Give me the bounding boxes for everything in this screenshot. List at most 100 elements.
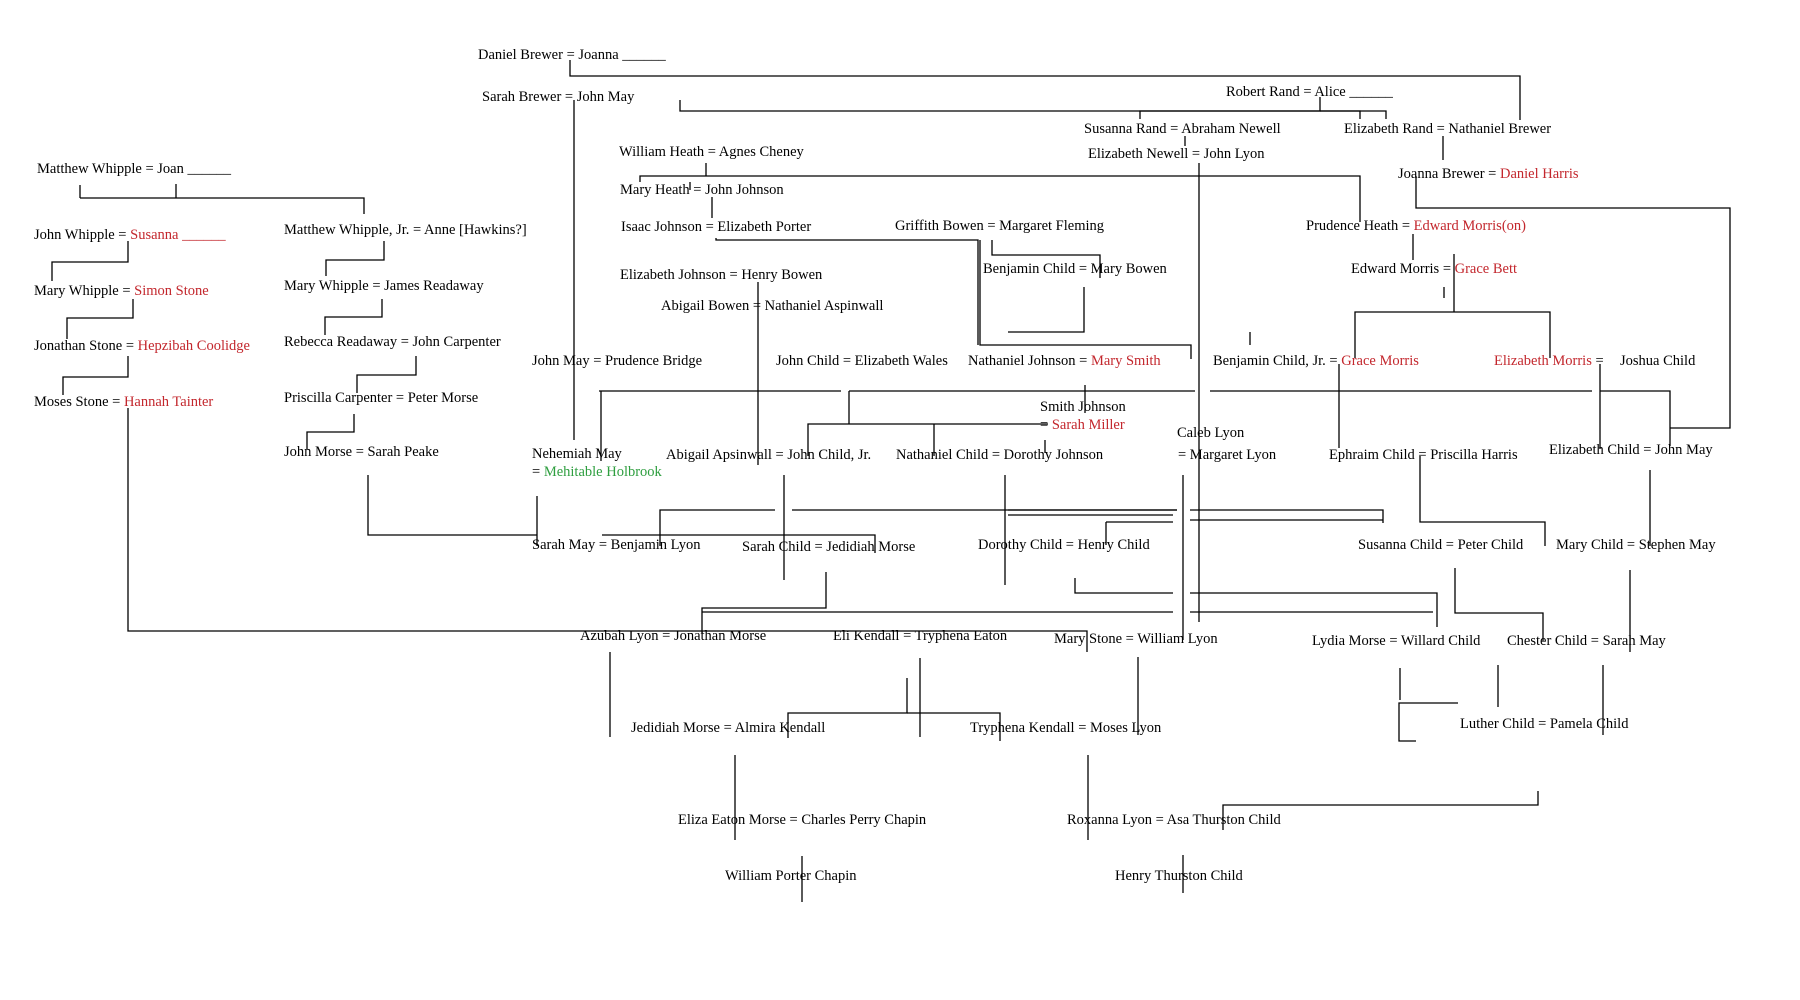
couple-label: Rebecca Readaway = John Carpenter [284, 334, 501, 351]
couple-text: Isaac Johnson = Elizabeth Porter [621, 219, 812, 235]
couple-label: Elizabeth Child = John May [1549, 442, 1713, 459]
couple-text: Mary Heath = John Johnson [620, 182, 784, 198]
connector [324, 299, 383, 335]
highlighted-name: Daniel Harris [1500, 166, 1579, 182]
connector [979, 240, 1192, 359]
couple-text: Mary Child = Stephen May [1556, 537, 1716, 553]
connector [715, 238, 979, 345]
couple-label: Eliza Eaton Morse = Charles Perry Chapin [678, 812, 926, 829]
couple-label: John Whipple = Susanna ______ [34, 227, 226, 244]
connector [679, 100, 1361, 119]
couple-label: Benjamin Child, Jr. = Grace Morris [1213, 353, 1419, 370]
couple-text: John Morse = Sarah Peake [284, 444, 439, 460]
couple-label: Sarah May = Benjamin Lyon [532, 537, 700, 554]
couple-text: Tryphena Kendall = Moses Lyon [970, 720, 1162, 736]
couple-label: Nathaniel Child = Dorothy Johnson [896, 447, 1103, 464]
couple-text: Nathaniel Child = Dorothy Johnson [896, 447, 1104, 463]
couple-label: Luther Child = Pamela Child [1460, 716, 1628, 733]
connector [569, 72, 1521, 120]
couple-label: Elizabeth Newell = John Lyon [1088, 146, 1265, 163]
couple-label: Elizabeth Morris = [1494, 353, 1604, 370]
connector [1354, 311, 1455, 358]
connector [1222, 791, 1539, 830]
connector [787, 678, 908, 738]
couple-text: John May = Prudence Bridge [532, 353, 703, 369]
couple-text: Nehemiah May [532, 446, 622, 462]
highlighted-name: Mehitable Holbrook [543, 464, 662, 480]
highlighted-name: Susanna ______ [130, 227, 226, 243]
couple-text: Sarah Brewer = John May [482, 89, 635, 105]
couple-label: Mary Heath = John Johnson [620, 182, 784, 199]
couple-text: Eli Kendall = Tryphena Eaton [833, 628, 1008, 644]
couple-label: = Margaret Lyon [1178, 447, 1276, 464]
couple-label: Jonathan Stone = Hepzibah Coolidge [34, 338, 250, 355]
couple-text: Mary Stone = William Lyon [1054, 631, 1218, 647]
couple-label: Tryphena Kendall = Moses Lyon [970, 720, 1161, 737]
couple-text: Dorothy Child = Henry Child [978, 537, 1150, 553]
couple-label: Jedidiah Morse = Almira Kendall [631, 720, 825, 737]
highlighted-name: Grace Bett [1454, 261, 1518, 277]
couple-label: Benjamin Child = Mary Bowen [983, 261, 1167, 278]
couple-label: Smith Johnson [1040, 399, 1126, 416]
connector [51, 241, 129, 281]
highlighted-name: Mary Smith [1090, 353, 1161, 369]
couple-label: Priscilla Carpenter = Peter Morse [284, 390, 478, 407]
couple-text: Chester Child = Sarah May [1507, 633, 1666, 649]
connector [991, 240, 1101, 268]
connector [639, 175, 1361, 218]
couple-label: Susanna Child = Peter Child [1358, 537, 1523, 554]
couple-label: Chester Child = Sarah May [1507, 633, 1666, 650]
couple-text: Henry Thurston Child [1115, 868, 1243, 884]
highlighted-name: Sarah Miller [1051, 417, 1125, 433]
couple-label: Lydia Morse = Willard Child [1312, 633, 1480, 650]
couple-text: = Margaret Lyon [1178, 447, 1277, 463]
couple-label: Daniel Brewer = Joanna ______ [478, 47, 666, 64]
couple-text: = [532, 464, 544, 480]
connector [325, 241, 385, 276]
couple-text: Abigail Bowen = Nathaniel Aspinwall [661, 298, 884, 314]
connector [1455, 311, 1551, 358]
couple-label: Abigail Bowen = Nathaniel Aspinwall [661, 298, 883, 315]
connector [1320, 110, 1387, 119]
connector [356, 356, 417, 393]
couple-text: Luther Child = Pamela Child [1460, 716, 1629, 732]
couple-label: Sarah Child = Jedidiah Morse [742, 539, 915, 556]
couple-label: Mary Child = Stephen May [1556, 537, 1716, 554]
couple-text: John Child = Elizabeth Wales [776, 353, 948, 369]
couple-text: Susanna Rand = Abraham Newell [1084, 121, 1281, 137]
connector [701, 572, 827, 633]
couple-label: Isaac Johnson = Elizabeth Porter [621, 219, 811, 236]
couple-text: Mary Whipple = James Readaway [284, 278, 484, 294]
couple-text: Matthew Whipple, Jr. = Anne [Hawkins?] [284, 222, 527, 238]
couple-text: = [1040, 417, 1052, 433]
couple-label: Caleb Lyon [1177, 425, 1244, 442]
couple-label: Eli Kendall = Tryphena Eaton [833, 628, 1007, 645]
couple-label: Prudence Heath = Edward Morris(on) [1306, 218, 1526, 235]
couple-label: Elizabeth Rand = Nathaniel Brewer [1344, 121, 1551, 138]
connector [80, 197, 365, 214]
couple-text: Elizabeth Child = John May [1549, 442, 1713, 458]
connector [1139, 97, 1321, 119]
connector [1074, 578, 1173, 594]
couple-label: Dorothy Child = Henry Child [978, 537, 1150, 554]
couple-text: Edward Morris = [1351, 261, 1455, 277]
couple-text: Jedidiah Morse = Almira Kendall [631, 720, 826, 736]
couple-text: Lydia Morse = Willard Child [1312, 633, 1481, 649]
couple-label: Edward Morris = Grace Bett [1351, 261, 1517, 278]
connector [1008, 287, 1085, 333]
couple-text: Roxanna Lyon = Asa Thurston Child [1067, 812, 1281, 828]
couple-text: Jonathan Stone = [34, 338, 138, 354]
couple-text: Ephraim Child = Priscilla Harris [1329, 447, 1518, 463]
couple-text: Joanna Brewer = [1398, 166, 1500, 182]
couple-label: Azubah Lyon = Jonathan Morse [580, 628, 766, 645]
couple-label: John Morse = Sarah Peake [284, 444, 439, 461]
couple-label: William Heath = Agnes Cheney [619, 144, 804, 161]
highlighted-name: Elizabeth Morris [1494, 353, 1592, 369]
couple-text: Sarah Child = Jedidiah Morse [742, 539, 916, 555]
couple-text: Azubah Lyon = Jonathan Morse [580, 628, 767, 644]
couple-label: Elizabeth Johnson = Henry Bowen [620, 267, 822, 284]
couple-text: Eliza Eaton Morse = Charles Perry Chapin [678, 812, 927, 828]
couple-label: Mary Stone = William Lyon [1054, 631, 1218, 648]
couple-label: Henry Thurston Child [1115, 868, 1243, 885]
connector [1419, 456, 1546, 546]
